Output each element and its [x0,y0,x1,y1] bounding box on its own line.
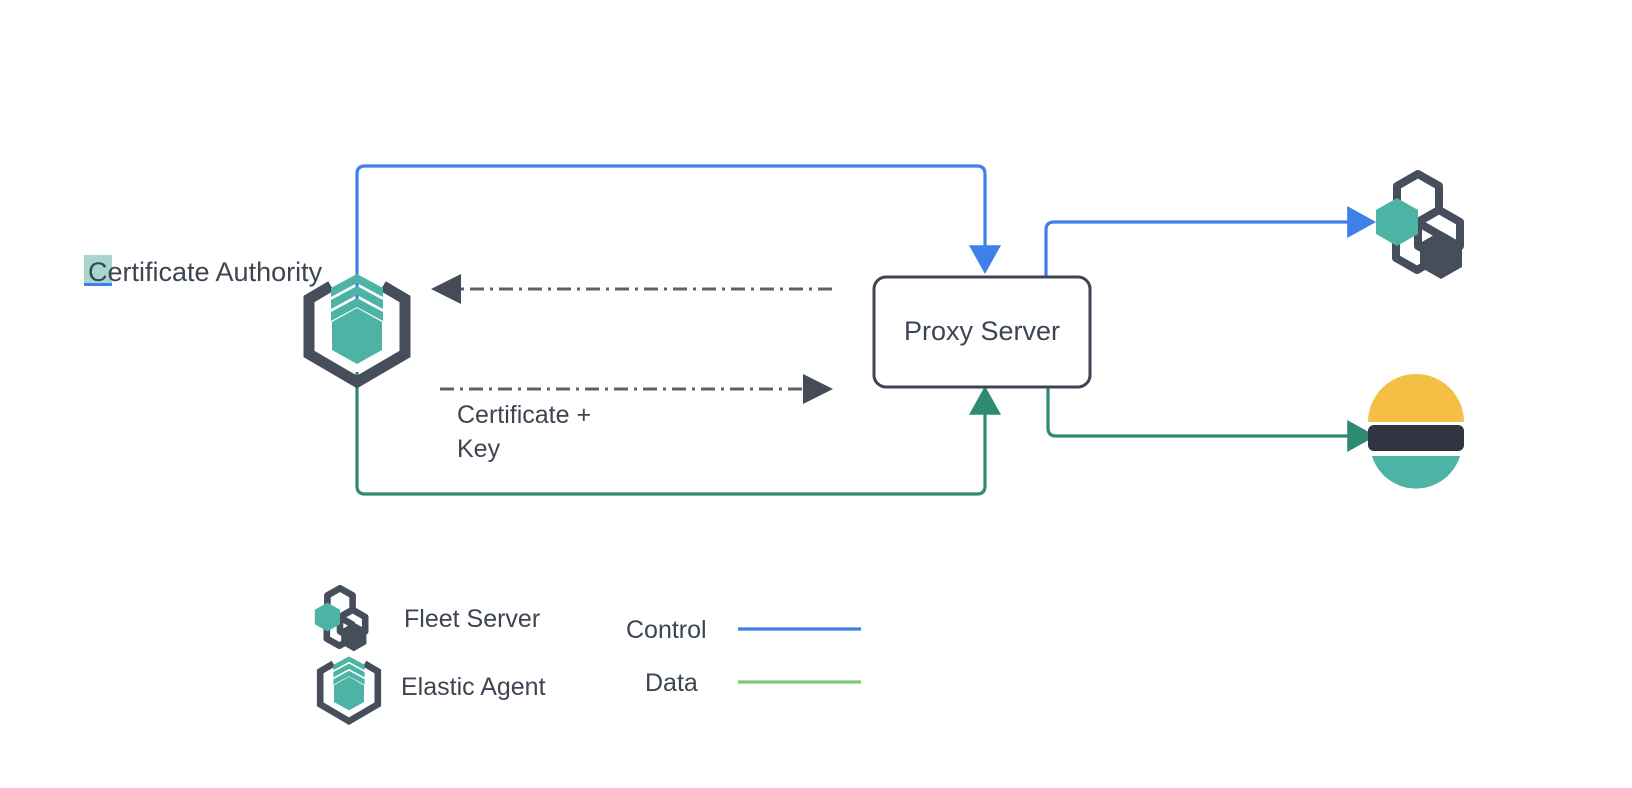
edge-control-agent-to-proxy [355,164,1001,300]
legend-fleet-server-label: Fleet Server [404,605,540,633]
legend-item-elastic-agent: Elastic Agent [316,656,546,726]
data-path-agent-proxy [355,372,1001,496]
legend-item-data: Data [645,669,861,697]
edge-control-proxy-to-fleet [1044,206,1376,278]
es-arc-teal [1372,456,1460,489]
certificate-authority-label: Certificate Authority [88,257,323,287]
agent-chevron-bottom [331,298,383,321]
agent-chevron-mid [331,286,383,309]
legend-agent-chevron-top [333,656,365,671]
es-arc-yellow [1368,374,1464,422]
control-path-proxy-fleet [1044,206,1376,278]
fleet-hex-teal [1376,198,1418,246]
node-proxy-server[interactable]: Proxy Server [872,275,1092,389]
legend-data-label: Data [645,669,698,697]
legend-fleet-hex-dark [341,622,367,652]
proxy-server-label: Proxy Server [904,316,1060,346]
legend-elastic-agent-icon [316,656,382,726]
legend-agent-chevron-mid [333,663,365,678]
legend-fleet-server-icon [314,584,369,652]
legend-fleet-hex-teal [314,602,340,632]
legend-item-control: Control [626,616,861,644]
elasticsearch-icon [1368,374,1464,489]
control-path-agent-proxy [355,164,1001,300]
fleet-server-icon [1376,170,1464,279]
legend-control-label: Control [626,616,707,644]
cert-key-label-line2: Key [457,435,501,463]
node-certificate-authority[interactable]: Certificate Authority [84,255,411,389]
legend-elastic-agent-label: Elastic Agent [401,673,546,701]
agent-chevron-top [331,274,383,297]
edge-data-agent-to-proxy [355,372,1001,496]
certificate-authority-underline [84,283,112,286]
proxy-server-box[interactable] [872,275,1092,389]
agent-bracket [303,281,411,389]
legend-item-fleet-server: Fleet Server [314,584,540,652]
fleet-hex-dark [1420,231,1462,279]
legend-agent-inner-hex [334,676,364,711]
es-bar-navy [1368,425,1464,451]
legend-agent-bracket [316,660,382,726]
edge-cert-key-to-proxy: Certificate + Key [440,374,833,463]
legend: Fleet Server Elastic Agent Control [314,584,861,726]
node-elasticsearch[interactable] [1368,374,1464,489]
elastic-agent-icon [303,274,411,389]
legend-agent-chevron-bottom [333,670,365,685]
cert-key-label-line1: Certificate + [457,401,591,429]
certificate-authority-highlight [84,255,112,285]
agent-inner-hex [332,308,382,364]
data-path-proxy-es [1046,384,1376,452]
node-fleet-server[interactable] [1376,170,1464,279]
edge-data-proxy-to-elasticsearch [1046,384,1376,452]
